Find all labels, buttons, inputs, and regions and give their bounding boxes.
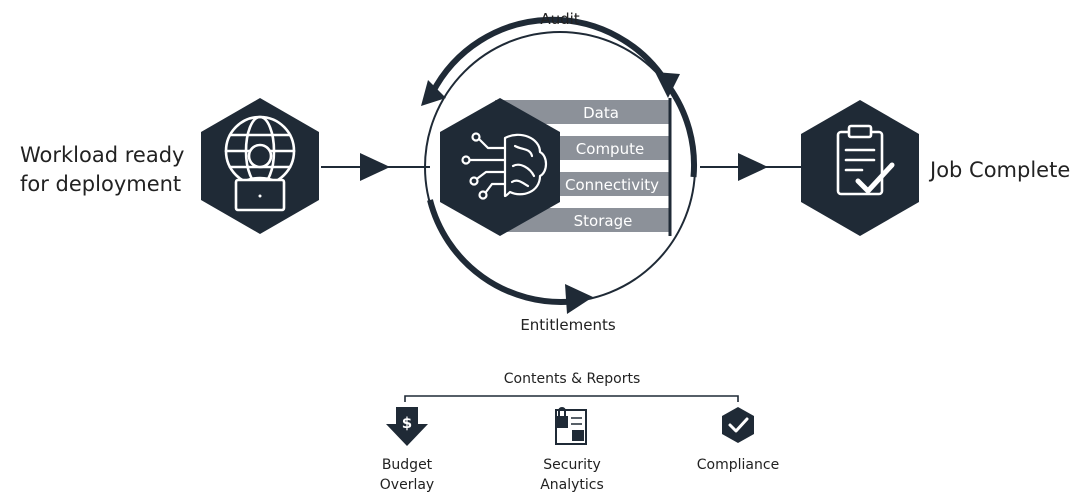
output-connector [700,153,805,181]
output-hexagon [801,100,919,236]
reports-title: Contents & Reports [504,371,641,387]
locked-document-icon [555,407,587,445]
audit-label: Audit [540,10,579,28]
resource-storage: Storage [574,212,633,230]
input-label-line1: Workload ready [20,143,184,167]
output-label: Job Complete [928,158,1070,182]
entitlements-arrowhead [565,284,593,314]
dollar-down-arrow-icon: $ [386,407,428,446]
globe-user-laptop-icon [224,115,296,212]
compliance-label: Compliance [697,457,779,473]
security-label-line2: Analytics [540,477,604,493]
audit-return-arc [666,84,698,178]
cycle-section: Audit Entitlements Data Compute Connecti… [421,10,698,334]
budget-label-line2: Overlay [380,477,434,493]
circuit-brain-icon [461,132,548,200]
resource-compute: Compute [576,140,644,158]
entitlements-label: Entitlements [520,316,616,334]
input-connector [321,153,430,181]
audit-arrowhead-right [655,72,680,98]
report-compliance: Compliance [697,407,779,473]
input-section: Workload ready for deployment [20,98,319,234]
clipboard-check-icon [836,124,895,196]
resource-connectivity: Connectivity [565,176,659,194]
check-shield-icon [722,407,754,443]
svg-text:$: $ [402,414,412,432]
output-arrowhead [738,153,768,181]
resource-data: Data [583,104,619,122]
security-label-line1: Security [543,457,601,473]
audit-arc [429,16,672,95]
reports-bracket [404,395,739,402]
report-budget-overlay: $ Budget Overlay [380,407,434,493]
budget-label-line1: Budget [382,457,433,473]
reports-section: Contents & Reports $ Budget Overlay Secu… [380,371,779,493]
input-arrowhead [360,153,390,181]
report-security-analytics: Security Analytics [540,407,604,493]
center-hexagon [440,98,560,236]
entitlements-arc [427,199,573,305]
input-label-line2: for deployment [20,172,181,196]
audit-arrowhead-left [421,80,446,106]
output-section: Job Complete [801,100,1070,236]
